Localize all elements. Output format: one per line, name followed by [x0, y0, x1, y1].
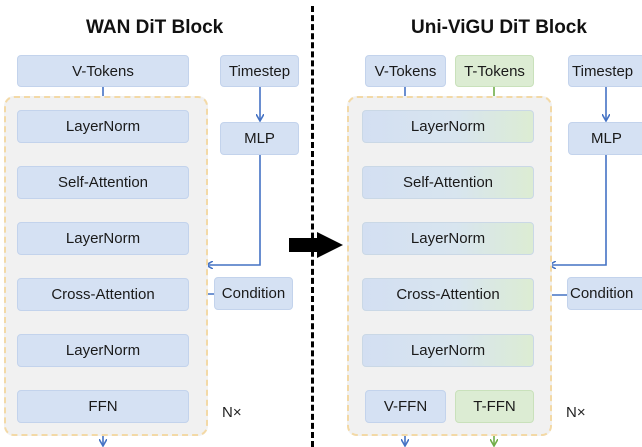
right-layernorm-2-box: LayerNorm [362, 222, 534, 255]
transform-arrow-icon [289, 232, 343, 258]
left-v-tokens-box: V-Tokens [17, 55, 189, 87]
left-mlp-arrow [207, 155, 261, 265]
left-layernorm-1-box: LayerNorm [17, 110, 189, 143]
left-timestep-box: Timestep [220, 55, 299, 87]
right-title: Uni-ViGU DiT Block [411, 17, 587, 38]
left-layernorm-2-box: LayerNorm [17, 222, 189, 255]
right-timestep-box: Timestep [568, 55, 642, 87]
left-repeat-label: N× [222, 404, 242, 421]
right-v-ffn-box: V-FFN [365, 390, 446, 423]
right-v-tokens-box: V-Tokens [365, 55, 446, 87]
right-mlp-box: MLP [568, 122, 642, 155]
left-layernorm-3-box: LayerNorm [17, 334, 189, 367]
right-layernorm-1-box: LayerNorm [362, 110, 534, 143]
left-title: WAN DiT Block [86, 17, 224, 38]
left-repeat-region [4, 96, 208, 436]
right-repeat-label: N× [566, 404, 586, 421]
right-t-ffn-box: T-FFN [455, 390, 534, 423]
right-self-attention-box: Self-Attention [362, 166, 534, 199]
right-repeat-region [347, 96, 552, 436]
section-divider [311, 6, 314, 447]
left-cross-attention-box: Cross-Attention [17, 278, 189, 311]
right-t-tokens-box: T-Tokens [455, 55, 534, 87]
left-ffn-box: FFN [17, 390, 189, 423]
right-mlp-arrow [550, 155, 607, 265]
right-cross-attention-box: Cross-Attention [362, 278, 534, 311]
right-layernorm-3-box: LayerNorm [362, 334, 534, 367]
right-condition-box: Condition [567, 277, 642, 310]
left-condition-box: Condition [214, 277, 293, 310]
left-self-attention-box: Self-Attention [17, 166, 189, 199]
left-mlp-box: MLP [220, 122, 299, 155]
